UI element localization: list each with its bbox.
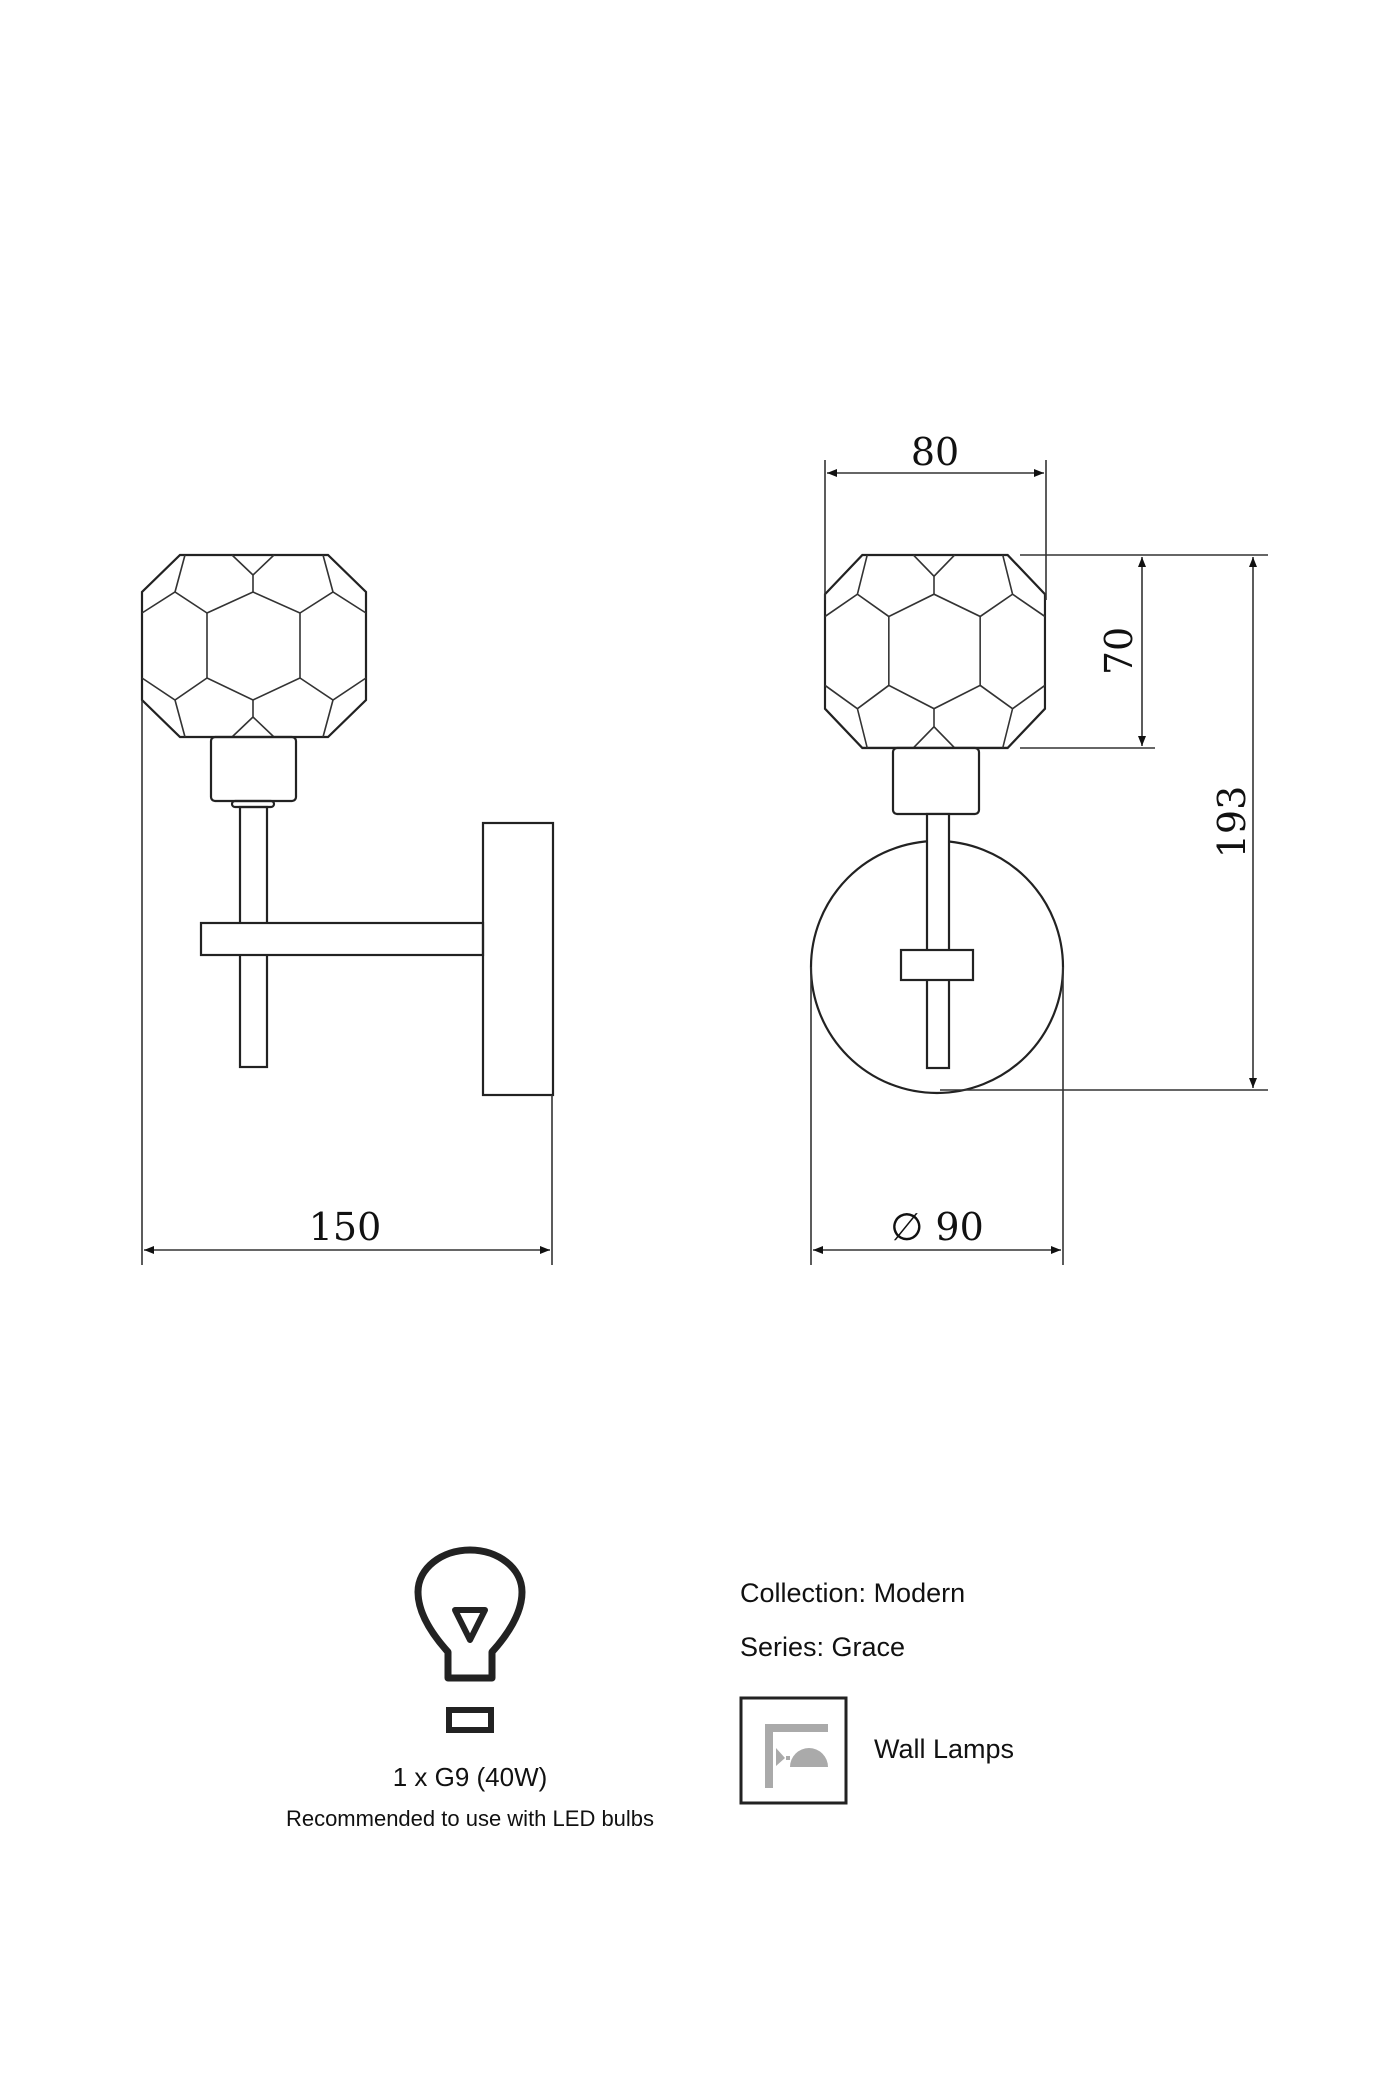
dim-label-70: 70 — [1097, 627, 1141, 675]
light-bulb-icon — [414, 1546, 526, 1733]
backplate-side — [481, 821, 555, 1097]
shade-side — [140, 553, 368, 739]
stem-front — [925, 812, 951, 1070]
front-view: 80 70 193 ∅ 90 — [809, 430, 1268, 1265]
shade-front — [823, 553, 1047, 750]
dim-label-80: 80 — [911, 430, 959, 474]
bulb-note: Recommended to use with LED bulbs — [285, 1806, 655, 1831]
arm-front — [899, 948, 975, 982]
category-label: Wall Lamps — [874, 1734, 1015, 1764]
bulb-spec: 1 x G9 (40W) — [392, 1762, 548, 1792]
socket-side — [209, 735, 298, 803]
side-view: 150 — [140, 553, 555, 1265]
arm-side — [199, 921, 485, 957]
series-label: Series: Grace — [740, 1632, 906, 1662]
dim-label-90: ∅ 90 — [890, 1205, 984, 1249]
wall-lamp-icon — [739, 1696, 848, 1805]
socket-front — [891, 746, 981, 816]
dim-label-150: 150 — [309, 1205, 382, 1249]
dim-label-193: 193 — [1210, 786, 1254, 859]
collection-label: Collection: Modern — [740, 1578, 966, 1608]
